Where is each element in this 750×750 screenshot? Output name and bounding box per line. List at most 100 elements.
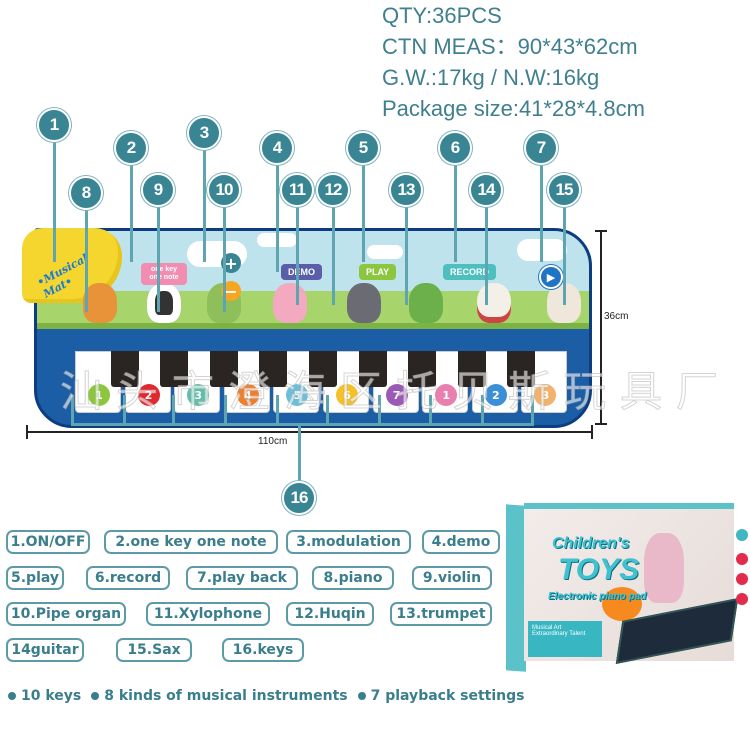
rooster-guitar-icon	[477, 283, 511, 323]
legend-tag: 7.play back	[186, 566, 298, 590]
black-key[interactable]	[408, 351, 437, 387]
callout-leader-line	[296, 190, 299, 305]
feature-summary: 10 keys 8 kinds of musical instruments 7…	[8, 688, 524, 704]
age-icon	[736, 529, 748, 541]
box-title-line1: Children's	[552, 535, 630, 552]
callout-leader-line	[563, 190, 566, 305]
black-key[interactable]	[259, 351, 288, 387]
turtle-trumpet-icon	[409, 283, 443, 323]
spec-qty: QTY:36PCS	[382, 3, 502, 28]
callout-leader-line	[276, 148, 279, 272]
note-badge: 2	[484, 384, 507, 406]
height-dimension-cap	[595, 423, 607, 425]
note-badge: 3	[534, 384, 557, 406]
key-leader-line	[276, 395, 279, 425]
spec-ctn-meas: CTN MEAS：90*43*62cm	[382, 34, 638, 59]
toddler-figure	[602, 587, 642, 621]
callout-11: 11	[280, 173, 314, 207]
legend-tag: 10.Pipe organ	[6, 602, 126, 626]
one-key-one-note-button[interactable]: one key one note	[141, 263, 187, 285]
legend-tag: 6.record	[86, 566, 170, 590]
width-dimension-cap	[26, 425, 28, 439]
callout-leader-line	[540, 148, 543, 262]
callout-6: 6	[438, 131, 472, 165]
box-subtitle: Electronic piano pad	[548, 591, 647, 602]
note-badge: 5	[286, 384, 309, 406]
callout-16: 16	[282, 481, 316, 515]
minus-button[interactable]: −	[221, 281, 241, 301]
box-front: Children's TOYS Electronic piano pad Mus…	[524, 503, 748, 664]
play-button[interactable]: PLAY	[359, 264, 397, 280]
girl-figure	[644, 533, 684, 603]
demo-button[interactable]: DEMO	[281, 264, 322, 280]
rabbit-xylophone-icon	[273, 283, 307, 323]
legend-tag: 4.demo	[422, 530, 500, 554]
watermark-text: 汕头市澄海区托贝斯玩具厂	[59, 367, 733, 417]
legend-tag: 5.play	[6, 566, 64, 590]
note-badge: 1	[88, 384, 110, 406]
box-panel: Musical Art Extraordinary Talent	[528, 621, 602, 657]
bullet-icon	[357, 692, 366, 700]
box-title-line2: TOYS	[558, 553, 640, 586]
key-leader-line	[172, 395, 175, 425]
callout-7: 7	[524, 131, 558, 165]
callout-14: 14	[469, 173, 503, 207]
callout-leader-line	[157, 190, 160, 312]
legend-tag: 16.keys	[222, 638, 304, 662]
height-dimension-label: 36cm	[604, 311, 629, 322]
black-key[interactable]	[358, 351, 387, 387]
legend-tag: 11.Xylophone	[146, 602, 270, 626]
callout-12: 12	[316, 173, 350, 207]
feature-item: 10 keys	[8, 688, 81, 704]
key-leader-line	[378, 395, 381, 425]
callout-9: 9	[141, 173, 175, 207]
height-dimension-cap	[595, 230, 607, 232]
callout-10: 10	[207, 173, 241, 207]
black-key[interactable]	[110, 351, 139, 387]
bullet-icon	[91, 692, 100, 700]
playback-button[interactable]: ▶	[539, 265, 563, 289]
legend-tag: 15.Sax	[116, 638, 192, 662]
note-badge: 4	[236, 384, 259, 406]
key-leader-line	[481, 395, 484, 425]
plus-button[interactable]: +	[221, 253, 241, 273]
black-key[interactable]	[457, 351, 486, 387]
key-leader-line	[224, 395, 227, 425]
cloud-icon	[367, 245, 403, 259]
callout-leader-line	[223, 190, 226, 312]
callout-leader-line	[405, 190, 408, 305]
callout-leader-line	[53, 125, 56, 262]
key-bracket-line	[71, 423, 534, 426]
callout-13: 13	[389, 173, 423, 207]
legend-tag: 12.Huqin	[286, 602, 374, 626]
black-key[interactable]	[309, 351, 337, 387]
legend-tag: 13.trumpet	[390, 602, 492, 626]
cat-huqin-icon	[347, 283, 381, 323]
callout-leader-line	[130, 148, 133, 262]
note-badge: 6	[336, 384, 358, 406]
bullet-icon	[8, 692, 16, 700]
legend-tag: 14guitar	[6, 638, 84, 662]
legend-tag: 3.modulation	[286, 530, 411, 554]
black-key[interactable]	[209, 351, 238, 387]
record-button[interactable]: RECORD	[443, 264, 497, 280]
callout-4: 4	[260, 131, 294, 165]
callout-8: 8	[69, 176, 103, 210]
note-badge: 7	[385, 384, 408, 406]
height-dimension-line	[600, 230, 602, 425]
check-icon	[736, 593, 748, 605]
callout-2: 2	[114, 131, 148, 165]
callout-leader-line	[203, 133, 206, 262]
callout-leader-line	[85, 193, 88, 312]
box-side	[506, 504, 526, 672]
callout-1: 1	[37, 108, 71, 142]
callout-leader-line	[298, 423, 301, 483]
width-dimension-line	[26, 431, 593, 433]
black-key[interactable]	[160, 351, 189, 387]
black-key[interactable]	[507, 351, 536, 387]
note-badge: 2	[137, 384, 160, 406]
callout-15: 15	[547, 173, 581, 207]
note-badge: 3	[187, 384, 210, 406]
key-leader-line	[71, 395, 74, 425]
